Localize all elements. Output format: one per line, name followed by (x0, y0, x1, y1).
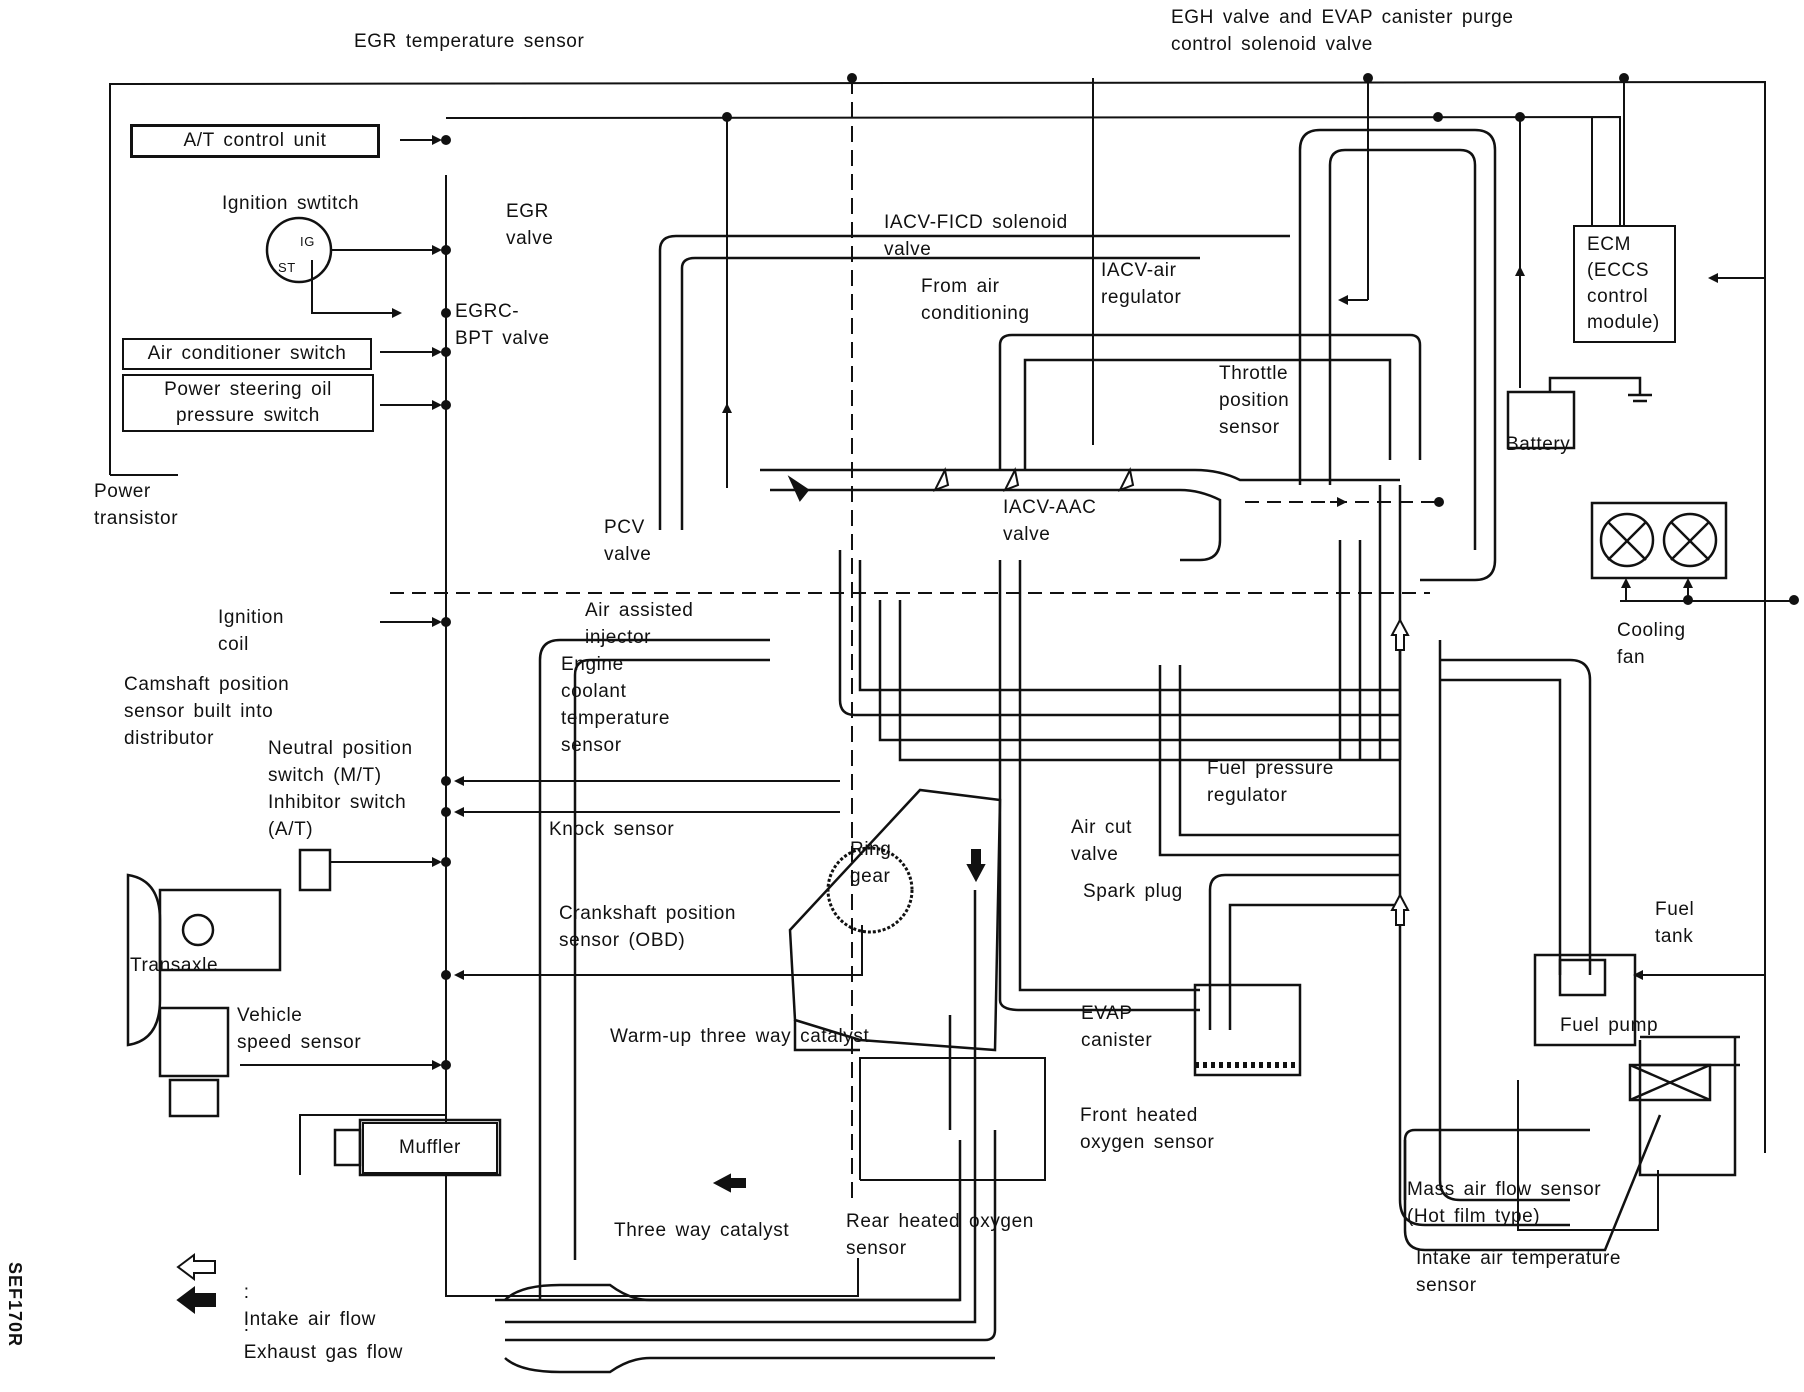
label-iacv-aac-valve: IACV-AAC valve (1003, 497, 1097, 545)
legend-exhaust-text: Exhaust gas flow (243, 1342, 403, 1363)
ecm-box: ECM (ECCS control module) (1573, 225, 1676, 343)
label-front-heated-oxygen-sensor: Front heated oxygen sensor (1080, 1105, 1215, 1153)
legend-intake-air-flow: : Intake air flow (226, 1252, 376, 1333)
label-spark-plug: Spark plug (1083, 881, 1183, 902)
label-warmup-three-way-catalyst: Warm-up three way catalyst (610, 1026, 870, 1047)
legend-separator: : (243, 1282, 250, 1303)
label-crankshaft-position-sensor: Crankshaft position sensor (OBD) (559, 903, 737, 951)
legend-intake-text: Intake air flow (243, 1309, 376, 1330)
label-vehicle-speed-sensor: Vehicle speed sensor (237, 1005, 362, 1053)
power-steering-switch-box: Power steering oil pressure switch (122, 374, 374, 432)
intake-air-flow-icon (176, 1253, 216, 1281)
label-st-terminal: ST (278, 260, 296, 275)
at-control-unit-box: A/T control unit (130, 124, 380, 158)
label-three-way-catalyst: Three way catalyst (614, 1220, 790, 1241)
label-iacv-ficd-solenoid-valve: IACV-FICD solenoid valve (884, 212, 1068, 260)
label-ignition-coil: Ignition coil (218, 607, 285, 655)
label-camshaft-position-sensor: Camshaft position sensor built into dist… (124, 674, 290, 749)
label-ig-terminal: IG (300, 234, 315, 249)
label-fuel-tank: Fuel tank (1655, 899, 1695, 947)
label-battery: Battery (1506, 434, 1571, 455)
label-fuel-pump: Fuel pump (1560, 1015, 1659, 1036)
label-throttle-position-sensor: Throttle position sensor (1219, 363, 1290, 438)
label-egh-valve-evap-purge: EGH valve and EVAP canister purge contro… (1171, 7, 1514, 55)
label-power-transistor: Power transistor (94, 481, 179, 529)
label-ignition-switch: Ignition swtitch (222, 193, 360, 214)
wire-junctions (441, 73, 1799, 1070)
label-transaxle: Transaxle (130, 955, 219, 976)
label-ring-gear: Ring gear (850, 839, 892, 887)
label-iacv-air-regulator: IACV-air regulator (1101, 260, 1182, 308)
label-pcv-valve: PCV valve (604, 517, 652, 565)
label-egrc-bpt-valve: EGRC- BPT valve (455, 301, 550, 349)
exhaust-gas-flow-icon (176, 1286, 216, 1314)
label-mass-air-flow-sensor: Mass air flow sensor (Hot film type) (1407, 1179, 1602, 1227)
label-intake-air-temperature-sensor: Intake air temperature sensor (1416, 1248, 1622, 1296)
label-evap-canister: EVAP canister (1081, 1003, 1153, 1051)
muffler-box: Muffler (362, 1122, 498, 1174)
legend-separator: : (243, 1315, 250, 1336)
label-engine-coolant-temperature-sensor: Engine coolant temperature sensor (561, 654, 671, 756)
label-neutral-inhibitor-switch: Neutral position switch (M/T) Inhibitor … (268, 738, 413, 840)
legend-exhaust-gas-flow: : Exhaust gas flow (226, 1285, 403, 1366)
label-egr-temperature-sensor: EGR temperature sensor (354, 31, 585, 52)
air-conditioner-switch-box: Air conditioner switch (122, 338, 372, 370)
wiring-harness (109, 73, 1799, 1297)
label-fuel-pressure-regulator: Fuel pressure regulator (1207, 758, 1334, 806)
figure-code: SEF170R (5, 1262, 25, 1348)
flow-arrows (712, 466, 1410, 1193)
label-air-assisted-injector: Air assisted injector (585, 600, 694, 648)
label-knock-sensor: Knock sensor (549, 819, 675, 840)
label-egr-valve: EGR valve (506, 201, 554, 249)
label-from-air-conditioning: From air conditioning (921, 276, 1030, 324)
legend (176, 1253, 216, 1314)
label-air-cut-valve: Air cut valve (1071, 817, 1133, 865)
intake-plumbing (126, 128, 1740, 1374)
label-rear-heated-oxygen-sensor: Rear heated oxygen sensor (846, 1211, 1034, 1259)
label-cooling-fan: Cooling fan (1617, 620, 1686, 668)
